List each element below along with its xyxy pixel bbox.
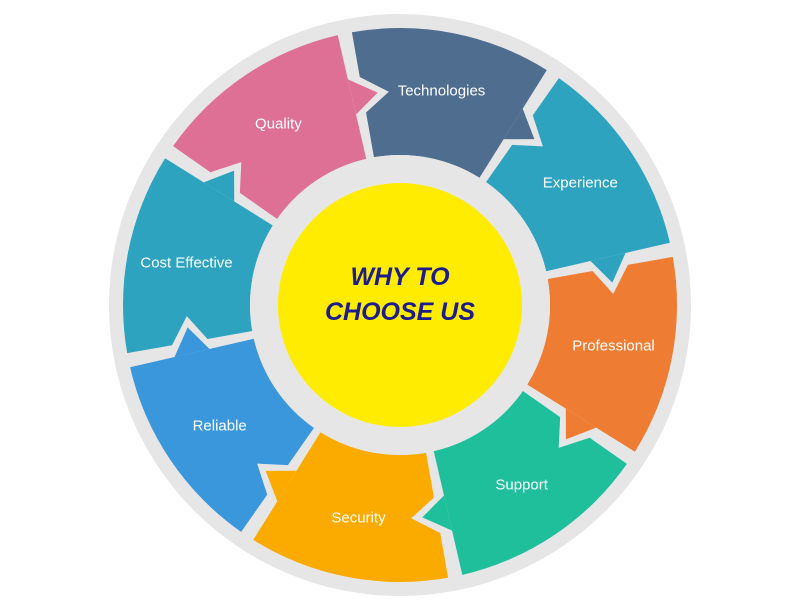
segment-arrow-tip: [347, 79, 378, 115]
segment-arrow-tip: [565, 408, 597, 440]
title-line-2: CHOOSE US: [325, 298, 475, 326]
segment-arrow-tip: [174, 327, 210, 358]
segment-support: [433, 391, 627, 575]
segment-label: Experience: [543, 174, 618, 191]
segment-label: Cost Effective: [140, 254, 232, 271]
segment-reliable: [130, 338, 314, 532]
segment-arrow-tip: [503, 108, 535, 140]
segment-professional: [527, 256, 678, 452]
segment-label: Quality: [255, 116, 302, 133]
segment-cost-effective: [123, 158, 273, 354]
segment-arrow-tip: [203, 170, 235, 202]
title-line-1: WHY TO: [350, 263, 450, 291]
segment-security: [253, 432, 449, 582]
segment-label: Technologies: [398, 82, 486, 99]
segment-label: Reliable: [193, 418, 247, 435]
segment-experience: [486, 78, 670, 272]
segment-quality: [173, 35, 367, 219]
segment-technologies: [351, 27, 547, 178]
center-circle: [278, 183, 522, 427]
segment-label: Support: [495, 476, 548, 493]
segment-label: Professional: [572, 337, 655, 354]
segment-arrow-tip: [265, 470, 297, 502]
segment-arrow-tip: [590, 252, 626, 283]
segment-label: Security: [331, 509, 386, 526]
segment-arrow-tip: [422, 495, 453, 531]
